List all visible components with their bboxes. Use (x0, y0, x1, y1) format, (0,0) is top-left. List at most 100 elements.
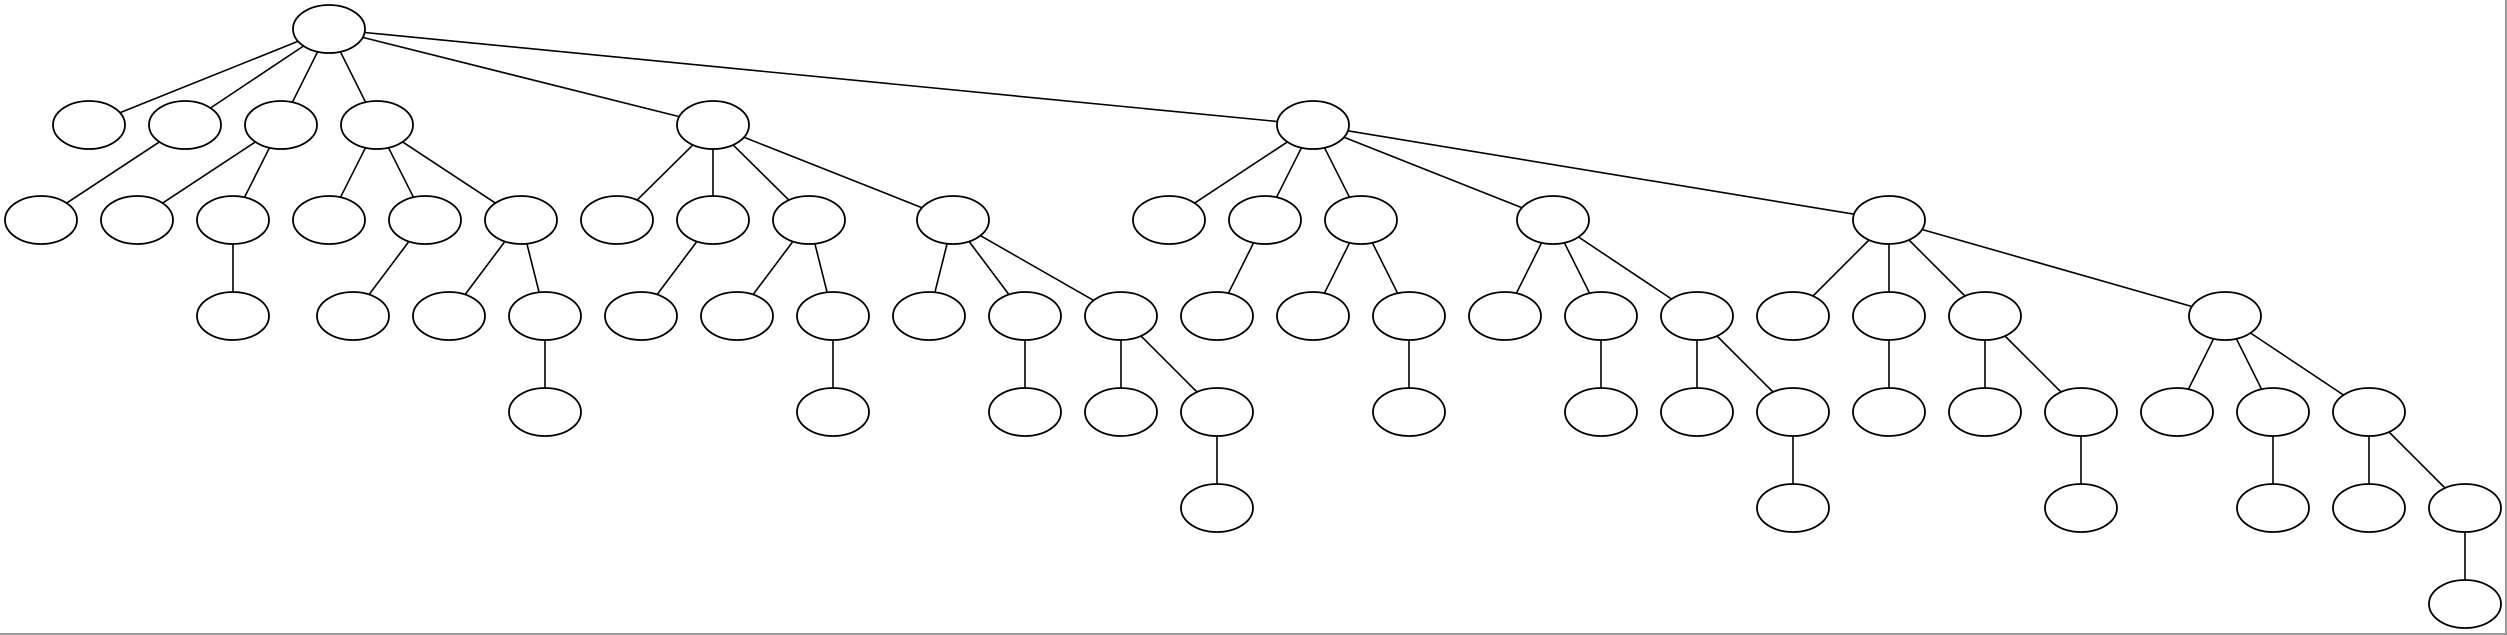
tree-node (2140, 387, 2214, 437)
tree-node (412, 291, 486, 341)
tree-node (1276, 100, 1350, 150)
tree-node (1852, 195, 1926, 245)
tree-edge (1275, 147, 1303, 198)
tree-edge (1343, 136, 1523, 209)
tree-node (1564, 387, 1638, 437)
tree-node (1564, 291, 1638, 341)
tree-node (1372, 387, 1446, 437)
tree-node (892, 291, 966, 341)
tree-node (2236, 483, 2310, 533)
tree-node (100, 195, 174, 245)
tree-edge (402, 141, 496, 204)
tree-node (796, 291, 870, 341)
tree-node (1084, 387, 1158, 437)
tree-node (1756, 483, 1830, 533)
tree-edge (210, 45, 304, 109)
tree-edge (2187, 338, 2215, 390)
tree-edge (732, 144, 790, 201)
tree-edge (1323, 147, 1351, 198)
tree-node (508, 291, 582, 341)
tree-edge (339, 51, 367, 103)
tree-node (2332, 483, 2406, 533)
tree-node (1948, 387, 2022, 437)
tree-node (388, 195, 462, 245)
tree-node (52, 100, 126, 150)
tree-node (1132, 195, 1206, 245)
tree-edge (1515, 242, 1543, 294)
tree-edge (1140, 335, 1198, 393)
tree-node (2428, 483, 2502, 533)
tree-edge (368, 241, 410, 295)
tree-node (988, 387, 1062, 437)
tree-node (604, 291, 678, 341)
tree-node (2332, 387, 2406, 437)
tree-node (1180, 387, 1254, 437)
tree-node (148, 100, 222, 150)
tree-edge (1227, 242, 1255, 294)
tree-node (316, 291, 390, 341)
tree-node (916, 195, 990, 245)
tree-node (796, 387, 870, 437)
tree-node (1276, 291, 1350, 341)
tree-node (676, 195, 750, 245)
tree-edge (464, 241, 506, 295)
tree-edge (968, 241, 1010, 295)
tree-edge (2250, 332, 2344, 396)
tree-edge (934, 243, 948, 293)
tree-node (1660, 291, 1734, 341)
tree-edge (387, 147, 415, 198)
tree-edge (1323, 242, 1351, 294)
tree-edge (1347, 130, 1855, 215)
tree-node (340, 100, 414, 150)
tree-node (1180, 483, 1254, 533)
tree-node (1516, 195, 1590, 245)
tree-node (292, 4, 366, 54)
tree-node (676, 100, 750, 150)
tree-edge (1194, 141, 1288, 204)
tree-node (244, 100, 318, 150)
tree-node (580, 195, 654, 245)
tree-node (1660, 387, 1734, 437)
tree-node (2236, 387, 2310, 437)
tree-node (700, 291, 774, 341)
tree-edge (2388, 431, 2446, 489)
tree-node (1084, 291, 1158, 341)
tree-edge (1812, 239, 1870, 297)
tree-node (1948, 291, 2022, 341)
tree-edge (752, 241, 794, 295)
tree-node (1372, 291, 1446, 341)
tree-node (292, 195, 366, 245)
tree-node (1228, 195, 1302, 245)
tree-edge (814, 243, 828, 293)
tree-edge (979, 234, 1095, 302)
tree-node (1468, 291, 1542, 341)
tree-node (1324, 195, 1398, 245)
tree-edge (1716, 335, 1774, 393)
tree-edge (66, 141, 160, 204)
tree-node (508, 387, 582, 437)
tree-node (1756, 387, 1830, 437)
tree-edge (656, 241, 698, 295)
tree-edge (1921, 228, 2193, 308)
tree-edge (526, 243, 540, 293)
tree-node (1756, 291, 1830, 341)
tree-node (4, 195, 78, 245)
nodes-layer (4, 4, 2502, 629)
tree-edge (162, 141, 256, 204)
tree-node (484, 195, 558, 245)
tree-node (2188, 291, 2262, 341)
tree-edge (119, 40, 299, 114)
tree-edge (291, 51, 319, 103)
tree-edge (1371, 242, 1399, 294)
tree-node (1852, 387, 1926, 437)
tree-edge (2004, 335, 2062, 393)
tree-edge (2235, 338, 2263, 390)
tree-edge (362, 36, 680, 118)
tree-edge (1563, 242, 1591, 294)
tree-node (1852, 291, 1926, 341)
tree-edge (1908, 239, 1966, 297)
tree-node (196, 195, 270, 245)
tree-edge (743, 136, 923, 209)
